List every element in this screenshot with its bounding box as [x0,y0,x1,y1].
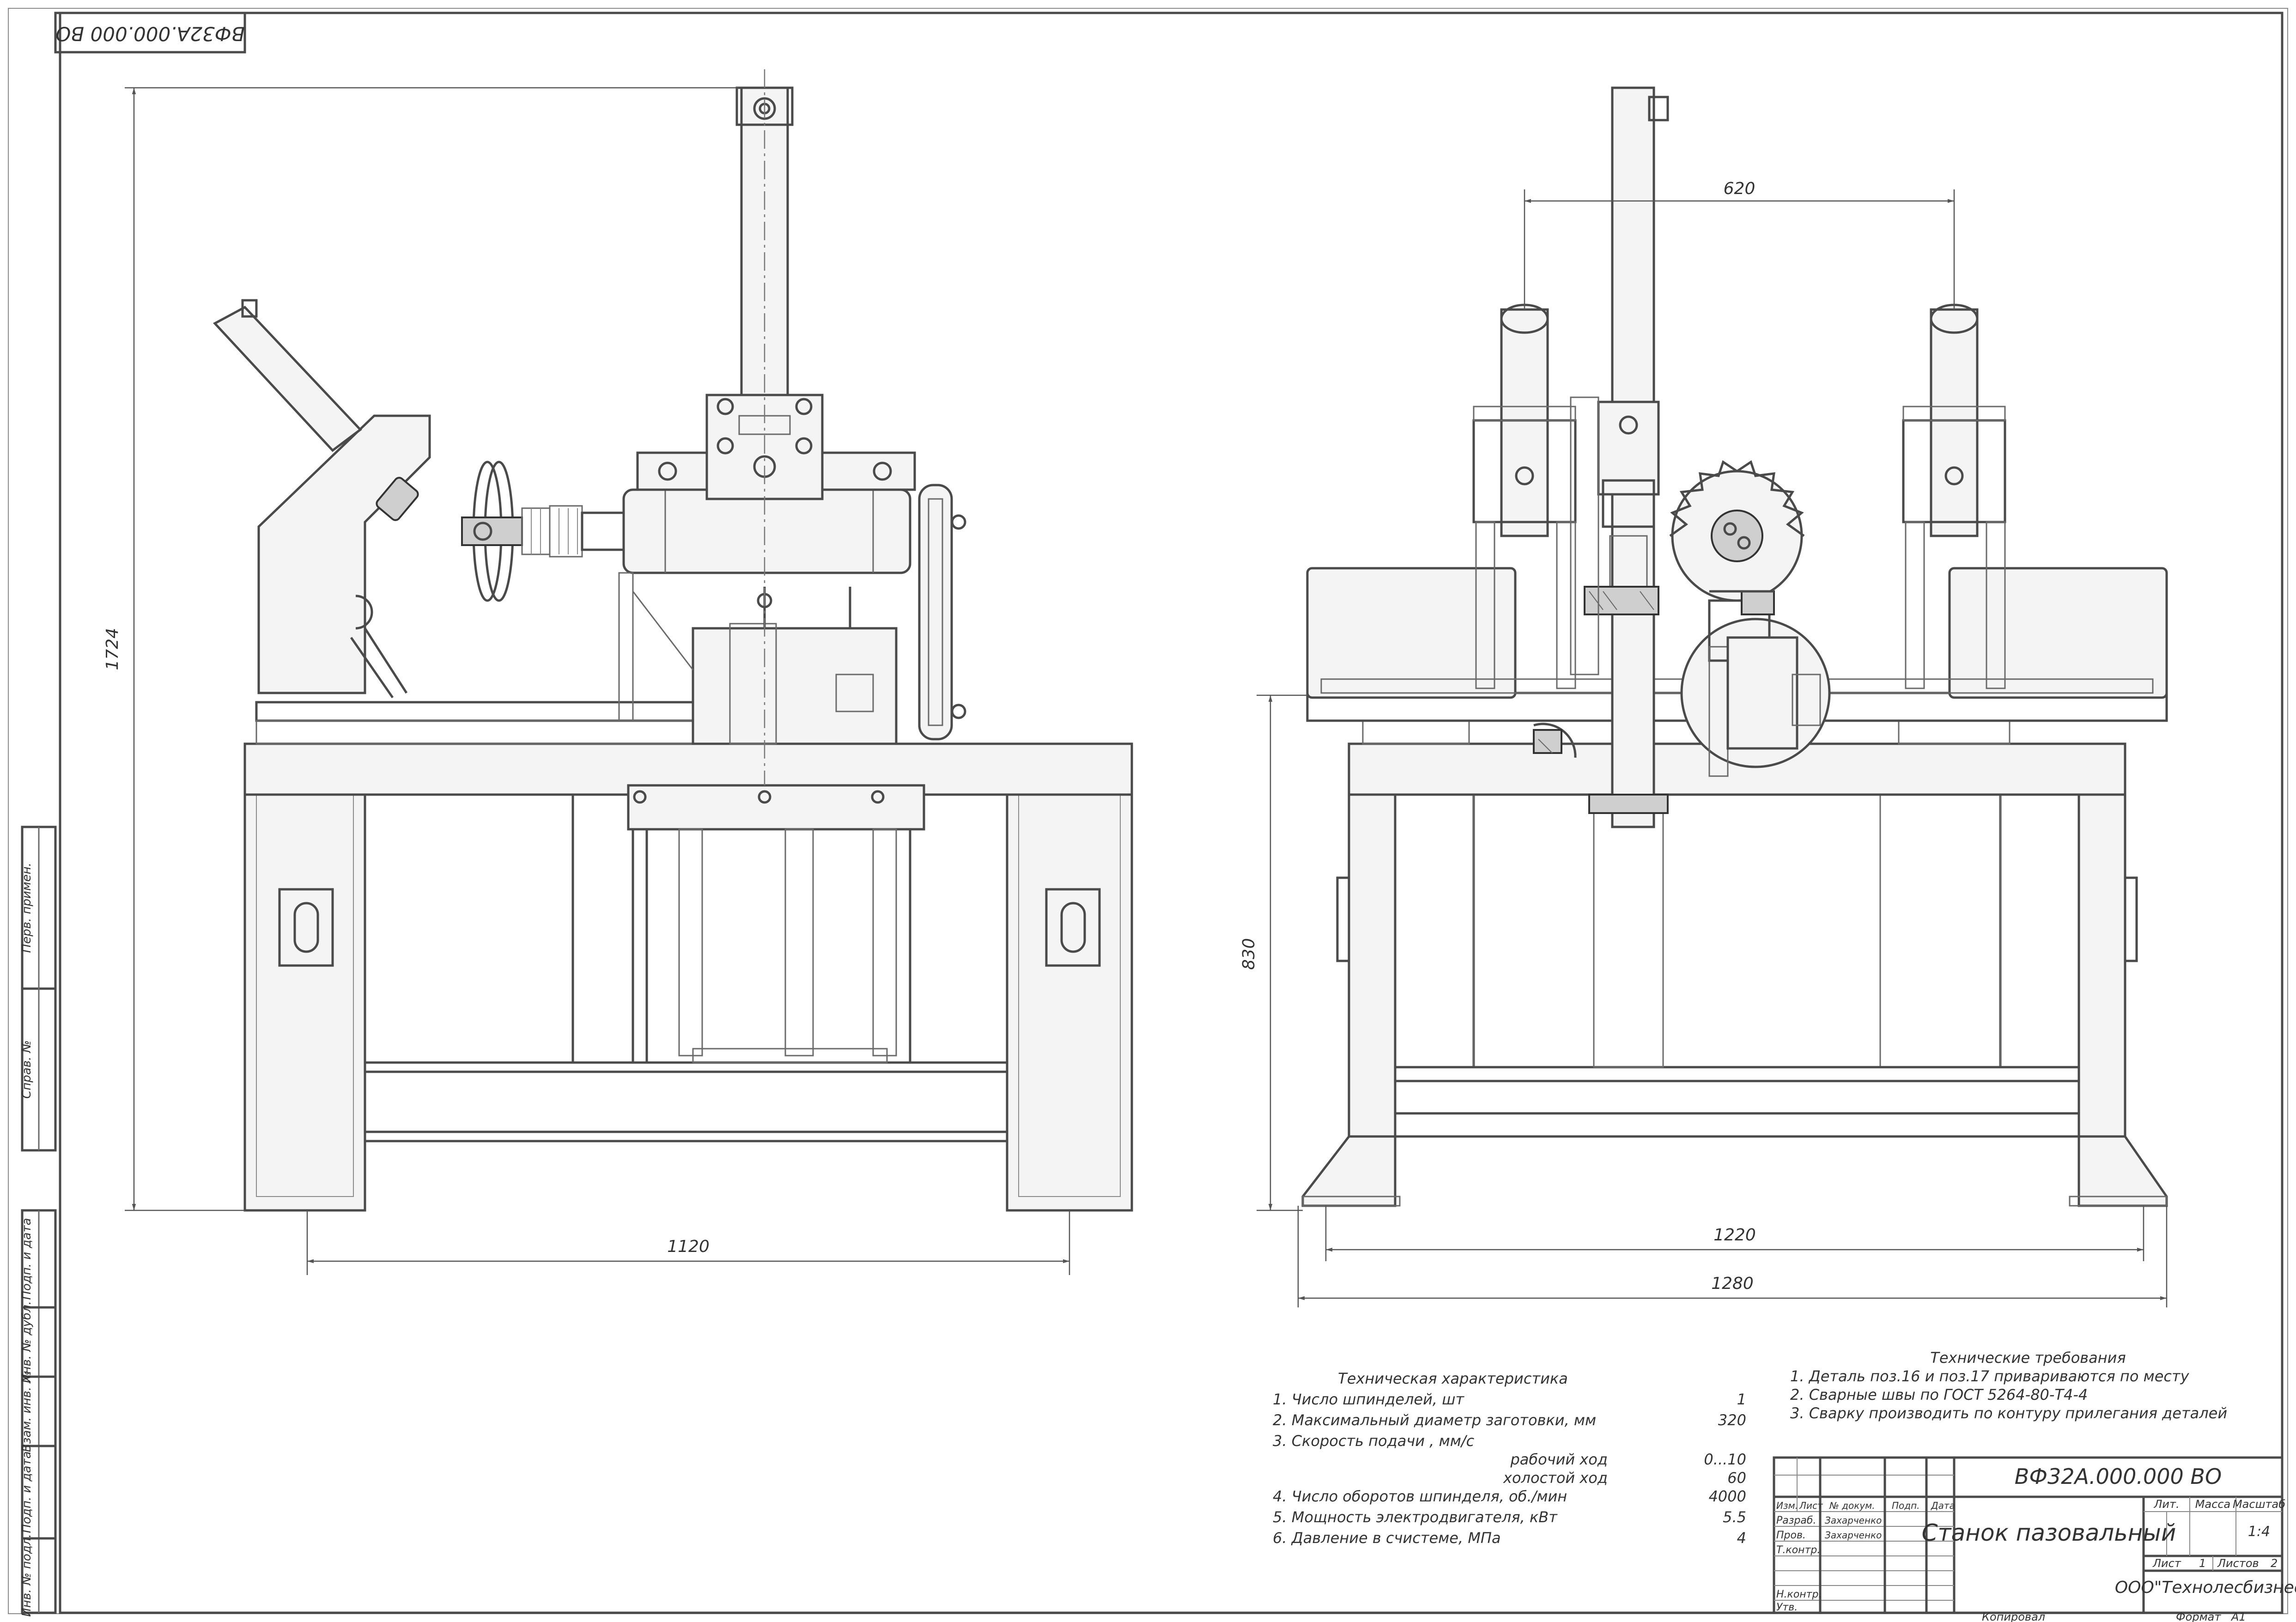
tech-char-value-1: 1 [1737,1391,1746,1408]
tech-char-value-8: 4 [1737,1529,1746,1547]
dim-base-inner: 1220 [1713,1226,1756,1245]
title-role-nkontr: Н.контр. [1776,1589,1822,1600]
tech-char-label-7: 5. Мощность электродвигателя, кВт [1273,1508,1558,1526]
side-dimensions: 620 830 1220 1280 [1239,179,2168,1307]
title-col-mass: Масса [2195,1498,2231,1511]
title-hdr-podp: Подп. [1892,1500,1920,1511]
tech-characteristics: Техническая характеристика 1. Число шпин… [1273,1370,1746,1547]
tech-req-title: Технические требования [1930,1349,2126,1367]
strip-label-6: Подп. и дата [20,1451,34,1533]
front-hopper [257,414,431,694]
strip-label-2: Справ. № [20,1040,34,1099]
title-name-razrab: Захарченко [1825,1515,1882,1526]
strip-label-4: Инв. № дубл. [20,1301,34,1383]
top-stamp: ВФ32А.000.000 ВО [54,12,246,54]
tech-req-1: 1. Деталь поз.16 и поз.17 приваривaются … [1790,1367,2190,1385]
title-role-tkontr: Т.контр. [1776,1544,1820,1556]
side-strip: Перв. примен. Справ. № Подп. и дата Инв.… [20,826,57,1617]
title-sheets: 2 [2271,1557,2278,1570]
tech-char-value-7: 5.5 [1723,1508,1746,1526]
title-hdr-izm: Изм. [1776,1500,1798,1511]
dim-base-outer: 1280 [1711,1274,1754,1293]
front-drive-motor [692,627,898,745]
front-spindle-housing [622,488,911,574]
tech-char-label-5: холостой ход [1503,1469,1608,1487]
title-sheets-label: Листов [2217,1557,2259,1570]
title-copied: Копировал [1982,1610,2045,1622]
front-view [213,69,1133,1212]
title-role-razrab: Разраб. [1776,1515,1816,1526]
side-foot-right [2077,1135,2168,1207]
title-doc-code: ВФ32А.000.000 ВО [2015,1464,2222,1489]
tech-char-value-4: 0...10 [1704,1451,1746,1468]
dim-spindle-spacing: 620 [1724,179,1755,198]
title-name-prov: Захарченко [1825,1530,1882,1541]
title-sheet-label: Лист [2152,1557,2181,1570]
title-hdr-data: Дата [1931,1500,1955,1511]
strip-label-5: Взам. инв. № [20,1371,34,1452]
front-dimensions: 1724 1120 [103,87,1070,1275]
top-stamp-code: ВФ32А.000.000 ВО [55,23,244,45]
title-hdr-list: Лист [1799,1500,1823,1511]
front-leg-left [243,742,366,1212]
front-leg-right [1006,742,1133,1212]
title-hdr-doc: № докум. [1829,1500,1875,1511]
dim-table-height: 830 [1239,938,1258,970]
title-format: А1 [2230,1610,2246,1622]
tech-char-value-2: 320 [1718,1411,1746,1429]
tech-char-label-1: 1. Число шпинделей, шт [1273,1391,1465,1408]
side-foot-left [1301,1135,1397,1207]
title-role-utv: Утв. [1776,1602,1798,1613]
tech-char-label-8: 6. Давление в счистеме, МПа [1273,1529,1501,1547]
tech-char-value-6: 4000 [1709,1488,1746,1505]
title-col-scale: Масштаб [2233,1498,2285,1511]
strip-label-7: Инв. № подл. [20,1534,34,1616]
title-format-label: Формат [2176,1610,2221,1622]
title-col-lit: Лит. [2153,1498,2179,1511]
title-block: ВФ32А.000.000 ВО Станок пазовальный Лит.… [1773,1456,2296,1614]
dim-height-total: 1724 [103,628,122,670]
tech-char-label-3: 3. Скорость подачи , мм/с [1273,1432,1475,1450]
tech-char-value-5: 60 [1727,1469,1746,1487]
tech-char-label-6: 4. Число оборотов шпинделя, об./мин [1273,1488,1567,1505]
strip-label-1: Перв. примен. [20,863,34,953]
tech-char-title: Техническая характеристика [1338,1370,1568,1387]
title-company: ООО"Технолесбизнес" [2115,1578,2296,1597]
tech-char-label-4: рабочий ход [1510,1451,1608,1468]
tech-req-3: 3. Сварку производить по контуру прилега… [1790,1404,2227,1422]
inner-frame [59,12,2284,1614]
tech-requirements: Технические требования 1. Деталь поз.16 … [1790,1349,2227,1422]
title-scale: 1:4 [2248,1524,2270,1540]
title-role-prov: Пров. [1776,1530,1806,1541]
title-drawing-name: Станок пазовальный [1922,1519,2176,1546]
dim-width-front: 1120 [667,1237,710,1256]
tech-char-label-2: 2. Максимальный диаметр заготовки, мм [1273,1411,1596,1429]
side-view [1301,86,2168,1207]
tech-req-2: 2. Сварные швы по ГОСТ 5264-80-Т4-4 [1790,1386,2088,1403]
title-sheet: 1 [2199,1557,2206,1570]
strip-label-3: Подп. и дата [20,1218,34,1300]
